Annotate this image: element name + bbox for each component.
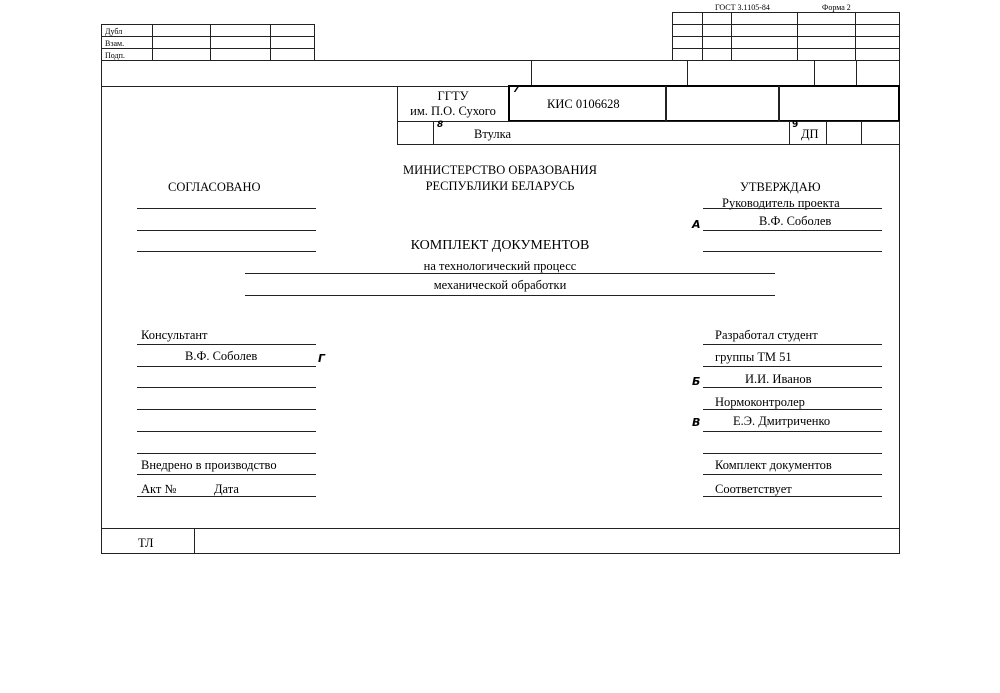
band-row	[101, 60, 900, 87]
ministry-line2: РЕСПУБЛИКИ БЕЛАРУСЬ	[425, 179, 575, 193]
form-label: Форма 2	[822, 3, 851, 12]
title-line1: на технологический процесс	[423, 259, 577, 273]
org-name-2: им. П.О. Сухого	[410, 104, 496, 118]
implemented-label: Внедрено в производство	[141, 458, 277, 472]
field-mark-b: Б	[692, 375, 701, 388]
act-number-label: Акт №	[141, 482, 177, 496]
field-mark-a: А	[692, 218, 701, 231]
field-mark-9: 9	[792, 120, 799, 130]
norm-controller-name: Е.Э. Дмитриченко	[733, 414, 831, 428]
document-code: КИС 0106628	[547, 97, 620, 111]
approver-name: В.Ф. Соболев	[759, 214, 832, 228]
approver-role: Руководитель проекта	[722, 196, 840, 210]
field-mark-v: В	[692, 416, 701, 429]
footer-code: ТЛ	[138, 536, 154, 550]
title-line2: механической обработки	[433, 278, 567, 292]
developer-group: группы ТМ 51	[715, 350, 792, 364]
gost-label: ГОСТ 3.1105-84	[715, 3, 770, 12]
org-name: ГГТУ	[437, 89, 469, 103]
footer-divider	[101, 528, 900, 529]
kit-status: Соответствует	[715, 482, 792, 496]
doc-type: ДП	[801, 127, 819, 141]
field-mark-g: Г	[318, 352, 326, 365]
stamp-row-label: Взам.	[105, 39, 125, 48]
part-name: Втулка	[474, 127, 512, 141]
norm-controller-label: Нормоконтролер	[715, 395, 805, 409]
approve-label: УТВЕРЖДАЮ	[740, 180, 821, 194]
stamp-row-label: Дубл	[105, 27, 123, 36]
developer-name: И.И. Иванов	[745, 372, 812, 386]
ministry-line1: МИНИСТЕРСТВО ОБРАЗОВАНИЯ	[403, 163, 597, 177]
consultant-name: В.Ф. Соболев	[185, 349, 258, 363]
field-mark-8: 8	[437, 120, 444, 130]
kit-label: Комплект документов	[715, 458, 832, 472]
document-title: КОМПЛЕКТ ДОКУМЕНТОВ	[410, 238, 590, 253]
date-label: Дата	[214, 482, 239, 496]
consultant-label: Консультант	[141, 328, 208, 342]
stamp-row-label: Подп.	[105, 51, 125, 60]
developer-label: Разработал студент	[715, 328, 818, 342]
agreed-label: СОГЛАСОВАНО	[168, 180, 261, 194]
field-mark-7: 7	[513, 85, 520, 95]
part-row	[397, 121, 900, 145]
